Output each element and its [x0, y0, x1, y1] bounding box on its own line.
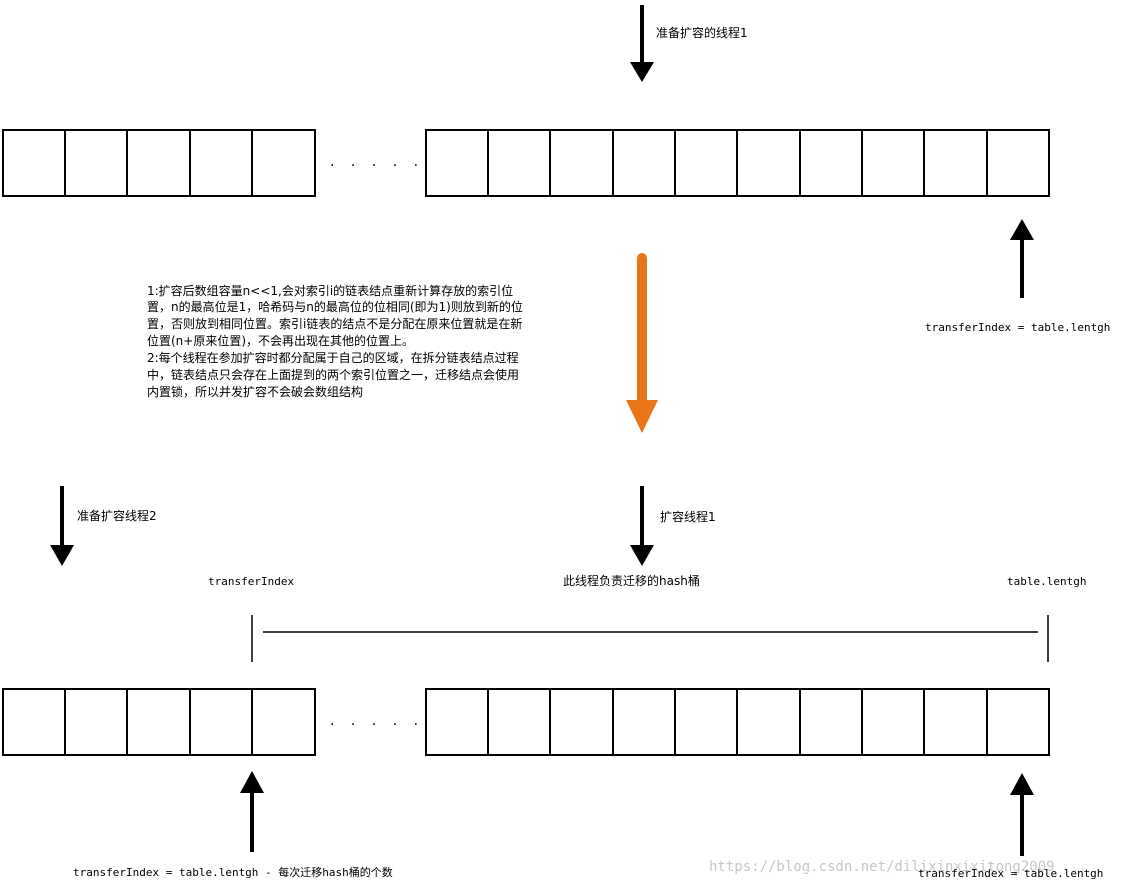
note-line-1: 1:扩容后数组容量n<<1,会对索引i的链表结点重新计算存放的索引位 [147, 283, 513, 298]
bottom-right-up-arrow [1010, 773, 1034, 856]
bottom-left-up-arrow [240, 771, 264, 852]
note-line-2: 置，n的最高位是1，哈希码与n的最高位的位相同(即为1)则放到新的位 [147, 299, 523, 314]
bottom-array-ellipsis: . . . . . [330, 713, 424, 729]
bottom-left-label: transferIndex = table.lentgh - 每次迁移hash桶… [73, 865, 393, 879]
range-bracket [251, 615, 1049, 662]
bottom-array-left-block [2, 688, 316, 756]
bottom-array: . . . . . [2, 688, 1050, 756]
bottom-array-right-block [425, 688, 1050, 756]
explanation-note: 1:扩容后数组容量n<<1,会对索引i的链表结点重新计算存放的索引位 置，n的最… [147, 283, 527, 399]
note-line-5: 2:每个线程在参加扩容时都分配属于自己的区域，在拆分链表结点过程 [147, 350, 519, 365]
note-line-3: 置，否则放到相同位置。索引i链表的结点不是分配在原来位置就是在新 [147, 316, 522, 331]
bottom-right-label: transferIndex = table.lentgh [918, 867, 1103, 880]
top-array-left-block [2, 129, 316, 197]
top-right-up-arrow [1010, 219, 1034, 298]
thread2-label: 准备扩容线程2 [77, 508, 157, 523]
thread2-down-arrow [50, 486, 74, 566]
top-array: . . . . . [2, 129, 1050, 197]
watermark: https://blog.csdn.net/dilixinxixitong200… [709, 859, 1055, 875]
top-array-ellipsis: . . . . . [330, 154, 424, 170]
thread1-down-arrow [630, 486, 654, 566]
range-start-label: transferIndex [208, 575, 294, 588]
top-thread-label: 准备扩容的线程1 [656, 25, 748, 40]
note-line-6: 中，链表结点只会存在上面提到的两个索引位置之一，迁移结点会使用 [147, 367, 519, 382]
range-end-label: table.lentgh [1007, 575, 1086, 588]
top-array-right-block [425, 129, 1050, 197]
note-line-7: 内置锁，所以并发扩容不会破会数组结构 [147, 384, 363, 399]
top-thread-down-arrow [630, 5, 654, 82]
range-description-label: 此线程负责迁移的hash桶 [563, 573, 700, 588]
thread1-label: 扩容线程1 [660, 509, 716, 524]
orange-transition-arrow [626, 253, 658, 433]
top-pointer-label: transferIndex = table.lentgh [925, 321, 1110, 334]
note-line-4: 位置(n+原来位置)，不会再出现在其他的位置上。 [147, 333, 414, 348]
